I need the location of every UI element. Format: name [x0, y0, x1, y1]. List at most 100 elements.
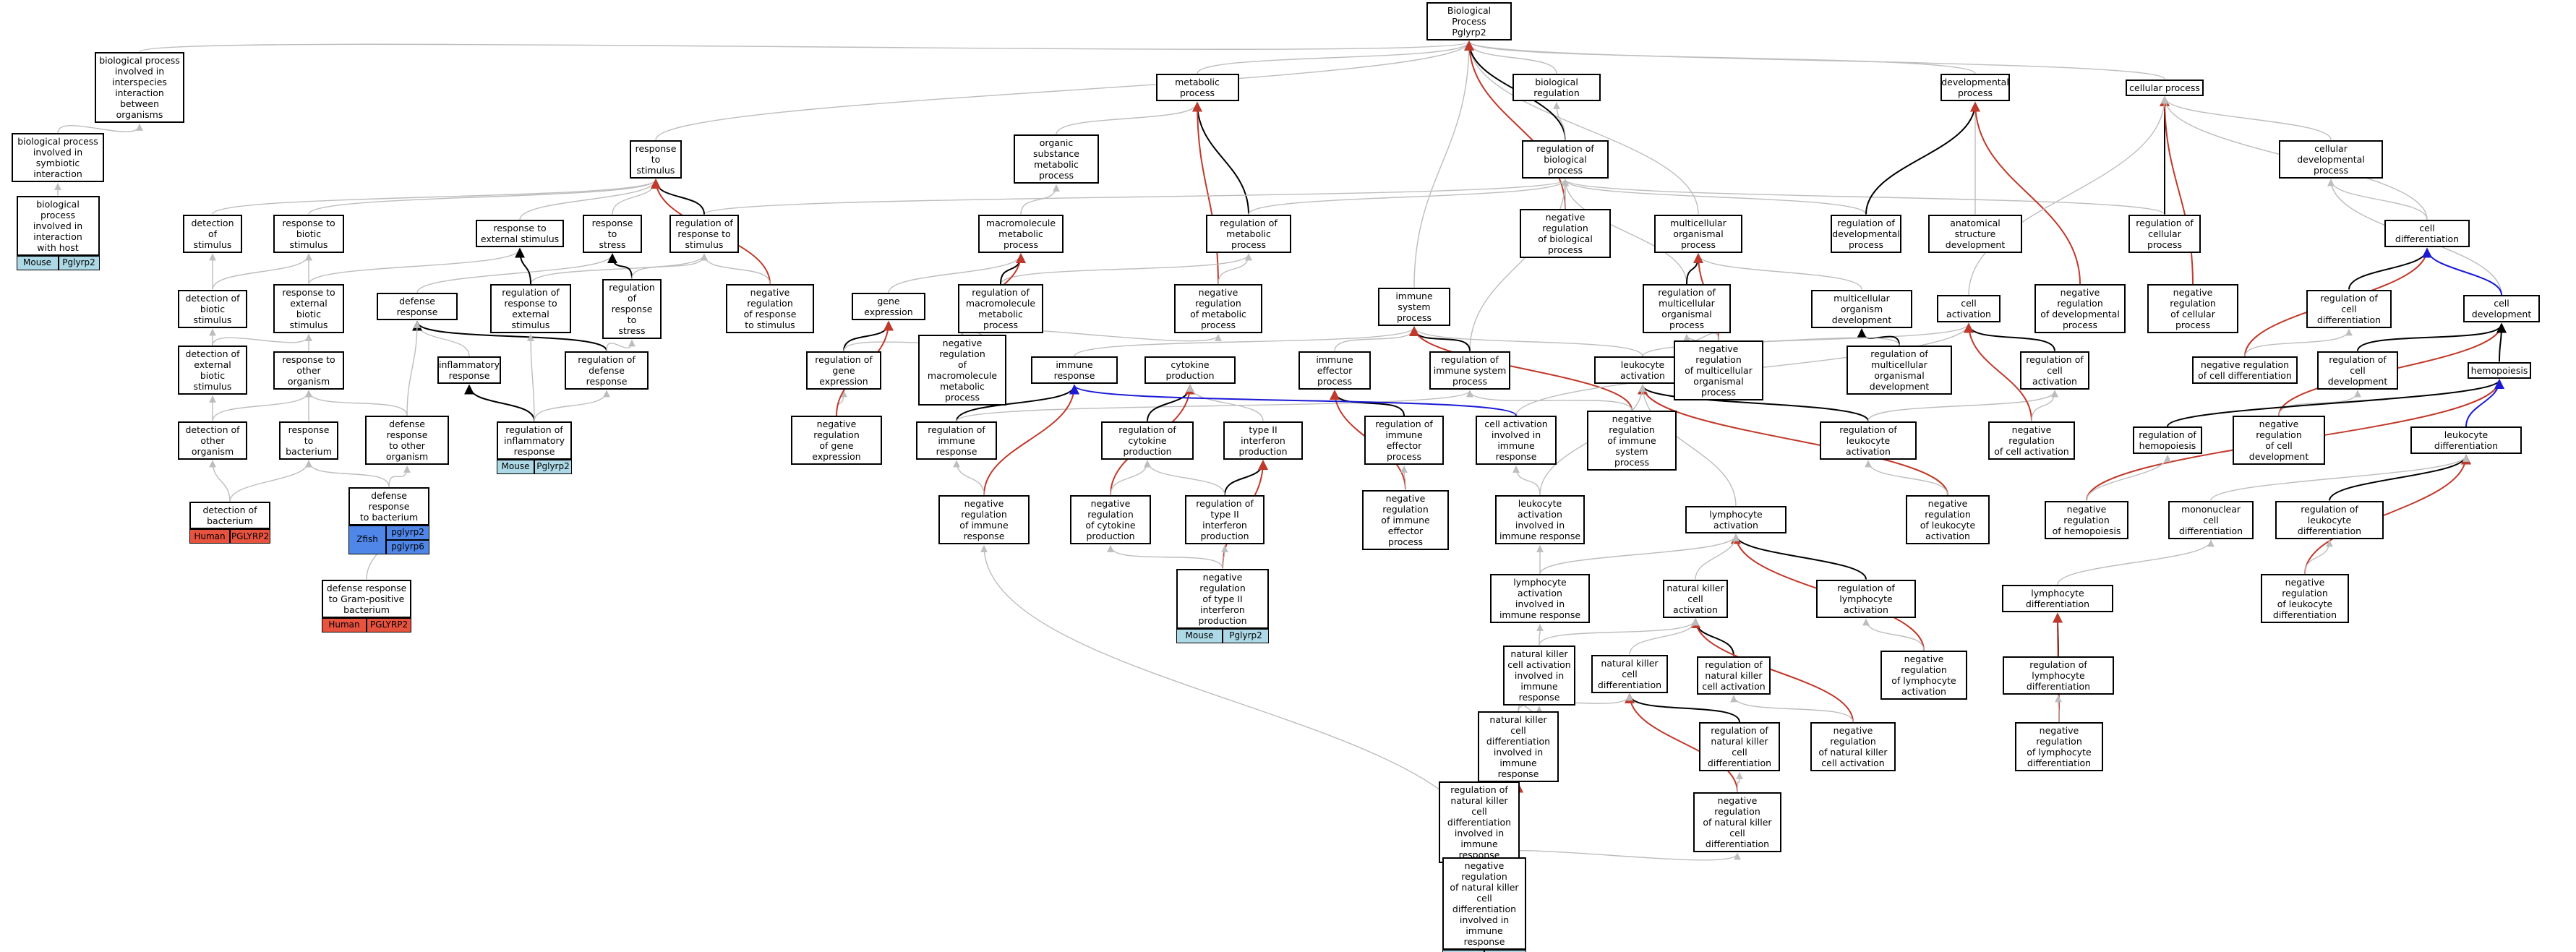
go-term-mononuc[interactable]: mononuclear cell differentiation — [2168, 500, 2254, 539]
go-term-respextbiotic[interactable]: response to external biotic stimulus — [273, 284, 344, 333]
go-term-regrespext[interactable]: regulation of response to external stimu… — [490, 284, 571, 333]
go-term-defbact[interactable]: defense response to bacterium — [348, 486, 429, 526]
go-term-multidev[interactable]: multicellular organism development — [1811, 289, 1912, 328]
go-term-regmulticell[interactable]: regulation of multicellular organismal p… — [1643, 284, 1731, 333]
go-term-negregimmresp[interactable]: negative regulation of immune response — [938, 495, 1030, 544]
go-term-nkact[interactable]: natural killer cell activation — [1663, 579, 1728, 618]
go-term-negregleukact[interactable]: negative regulation of leukocyte activat… — [1906, 495, 1990, 544]
go-term-defother[interactable]: defense response to other organism — [365, 416, 449, 465]
go-term-negregdev[interactable]: negative regulation of developmental pro… — [2034, 284, 2126, 333]
go-term-anatdev[interactable]: anatomical structure development — [1928, 214, 2022, 253]
go-term-negreghemo[interactable]: negative regulation of hemopoiesis — [2045, 500, 2128, 539]
go-term-typeii[interactable]: type II interferon production — [1223, 421, 1303, 460]
go-term-bp[interactable]: Biological Process Pglyrp2 — [1426, 1, 1512, 40]
go-term-detother[interactable]: detection of other organism — [178, 421, 247, 460]
go-term-regimmresp[interactable]: regulation of immune response — [916, 421, 997, 460]
go-term-negregcellact[interactable]: negative regulation of cell activation — [1988, 421, 2075, 460]
gene-tag[interactable]: pglyrp6 — [386, 539, 429, 554]
go-term-regimmeff[interactable]: regulation of immune effector process — [1364, 416, 1444, 465]
go-term-immresp[interactable]: immune response — [1031, 356, 1118, 384]
go-term-negregbio[interactable]: negative regulation of biological proces… — [1520, 209, 1611, 258]
go-term-hostint[interactable]: biological process involved in interacti… — [16, 195, 100, 256]
gene-tag[interactable]: Pglyrp2 — [58, 255, 100, 270]
go-term-reggeneexp[interactable]: regulation of gene expression — [806, 351, 881, 390]
go-term-regdev[interactable]: regulation of developmental process — [1831, 214, 1901, 253]
go-term-regmultidev[interactable]: regulation of multicellular organismal d… — [1847, 346, 1952, 395]
gene-tag[interactable]: Pglyrp2 — [1484, 950, 1526, 952]
go-term-resporg[interactable]: response to other organism — [273, 351, 344, 390]
go-term-cytprod[interactable]: cytokine production — [1144, 356, 1236, 384]
gene-tag[interactable]: PGLYRP2 — [367, 617, 411, 632]
go-term-lymphactimm[interactable]: lymphocyte activation involved in immune… — [1490, 574, 1590, 623]
go-term-regimmsys[interactable]: regulation of immune system process — [1429, 351, 1510, 390]
go-term-regnkdiff[interactable]: regulation of natural killer cell differ… — [1699, 722, 1780, 771]
go-term-regbio[interactable]: regulation of biological process — [1522, 140, 1609, 179]
go-term-regrespstress[interactable]: regulation of response to stress — [602, 278, 662, 339]
go-term-bioreg[interactable]: biological regulation — [1512, 74, 1601, 101]
go-term-detbiotic[interactable]: detection of biotic stimulus — [178, 289, 247, 328]
go-term-regcellact[interactable]: regulation of cell activation — [2020, 351, 2089, 390]
go-term-respbact[interactable]: response to bacterium — [279, 421, 338, 460]
go-term-negreggeneexp[interactable]: negative regulation of gene expression — [791, 416, 882, 465]
go-term-regleukact[interactable]: regulation of leukocyte activation — [1820, 421, 1917, 460]
go-term-negregleukdiff[interactable]: negative regulation of leukocyte differe… — [2261, 574, 2349, 623]
go-term-leukactimm[interactable]: leukocyte activation involved in immune … — [1495, 495, 1585, 544]
go-term-celldevproc[interactable]: cellular developmental process — [2279, 140, 2383, 179]
go-term-interspecies[interactable]: biological process involved in interspec… — [95, 52, 184, 123]
go-term-regleukdiff[interactable]: regulation of leukocyte differentiation — [2275, 500, 2384, 539]
go-term-negregimmsys[interactable]: negative regulation of immune system pro… — [1587, 410, 1677, 471]
go-term-detbact[interactable]: detection of bacterium — [189, 502, 270, 529]
go-term-cellact[interactable]: cell activation — [1937, 295, 2001, 322]
go-term-negregnkdiffimm[interactable]: negative regulation of natural killer ce… — [1442, 857, 1526, 950]
gene-tag[interactable]: Pglyrp2 — [534, 459, 572, 474]
go-term-negregnkdiff[interactable]: negative regulation of natural killer ce… — [1693, 792, 1781, 852]
go-term-regcelldev[interactable]: regulation of cell development — [2317, 351, 2398, 390]
go-term-regtypeii[interactable]: regulation of type II interferon product… — [1185, 495, 1265, 544]
go-term-reglymphdiff[interactable]: regulation of lymphocyte differentiation — [2003, 656, 2114, 695]
go-term-immsys[interactable]: immune system process — [1378, 287, 1450, 326]
go-term-negregrespstim[interactable]: negative regulation of response to stimu… — [726, 284, 814, 333]
go-term-geneexp[interactable]: gene expression — [852, 293, 925, 320]
go-term-reginflam[interactable]: regulation of inflammatory response — [497, 421, 572, 460]
go-term-negregcellproc[interactable]: negative regulation of cellular process — [2147, 284, 2238, 333]
go-term-regcytprod[interactable]: regulation of cytokine production — [1101, 421, 1194, 460]
go-term-negreglymphdiff[interactable]: negative regulation of lymphocyte differ… — [2015, 722, 2103, 771]
go-term-leukdiff[interactable]: leukocyte differentiation — [2410, 426, 2522, 454]
go-term-detextbiotic[interactable]: detection of external biotic stimulus — [178, 346, 247, 395]
go-term-negregcytprod[interactable]: negative regulation of cytokine producti… — [1070, 495, 1151, 544]
go-term-detstim[interactable]: detection of stimulus — [183, 214, 242, 253]
go-term-hemopoiesis[interactable]: hemopoiesis — [2468, 361, 2531, 379]
go-term-lymphact[interactable]: lymphocyte activation — [1685, 506, 1786, 533]
go-term-immeff[interactable]: immune effector process — [1298, 351, 1371, 390]
gene-tag[interactable]: Pglyrp2 — [1223, 628, 1269, 643]
go-term-regmacromol[interactable]: regulation of macromolecule metabolic pr… — [958, 284, 1043, 333]
gene-tag[interactable]: PGLYRP2 — [230, 529, 270, 544]
go-term-lymphdiff[interactable]: lymphocyte differentiation — [2002, 585, 2113, 612]
go-term-macromol[interactable]: macromolecule metabolic process — [978, 214, 1064, 253]
go-term-regcelldiff[interactable]: regulation of cell differentiation — [2306, 289, 2392, 328]
go-term-negregcelldiff[interactable]: negative regulation of cell differentiat… — [2192, 356, 2298, 384]
go-term-respbiotic[interactable]: response to biotic stimulus — [273, 214, 344, 253]
go-term-regnkdiffimm[interactable]: regulation of natural killer cell differ… — [1439, 781, 1520, 863]
go-term-respext[interactable]: response to external stimulus — [476, 220, 564, 247]
go-term-regcellproc[interactable]: regulation of cellular process — [2128, 214, 2201, 253]
gene-tag[interactable]: pglyrp2 — [386, 525, 429, 540]
go-term-nkdiffimm[interactable]: natural killer cell differentiation invo… — [1478, 711, 1559, 782]
go-term-respstim[interactable]: response to stimulus — [630, 140, 682, 179]
go-term-regdefresp[interactable]: regulation of defense response — [565, 351, 649, 390]
go-term-devproc[interactable]: developmental process — [1940, 74, 2010, 101]
go-term-reglymphact[interactable]: regulation of lymphocyte activation — [1816, 579, 1916, 618]
go-term-negregtypeii[interactable]: negative regulation of type II interfero… — [1176, 568, 1269, 629]
go-term-negregcelldev[interactable]: negative regulation of cell development — [2233, 416, 2325, 465]
go-term-negreglymphact[interactable]: negative regulation of lymphocyte activa… — [1880, 651, 1967, 700]
go-term-celldev[interactable]: cell development — [2463, 295, 2540, 322]
go-term-nkdiff[interactable]: natural killer cell differentiation — [1591, 654, 1668, 693]
go-term-orgsub[interactable]: organic substance metabolic process — [1014, 134, 1099, 184]
go-term-respstress[interactable]: response to stress — [583, 214, 642, 253]
go-term-celldiff[interactable]: cell differentiation — [2384, 220, 2470, 247]
go-term-inflam[interactable]: inflammatory response — [437, 356, 501, 384]
go-term-negregnkact[interactable]: negative regulation of natural killer ce… — [1810, 722, 1896, 771]
go-term-symbiotic[interactable]: biological process involved in symbiotic… — [12, 133, 104, 182]
go-term-regnkact[interactable]: regulation of natural killer cell activa… — [1697, 656, 1771, 695]
go-term-regrespstim[interactable]: regulation of response to stimulus — [669, 214, 739, 253]
